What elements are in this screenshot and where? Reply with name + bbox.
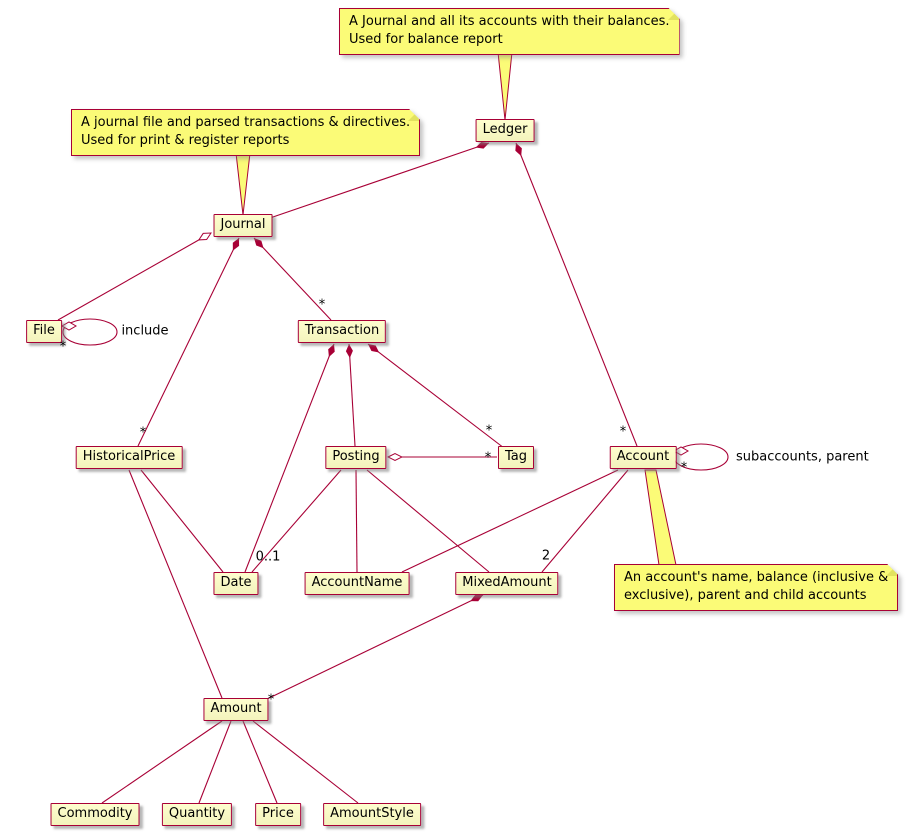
account-self-aggregation-diamond (672, 446, 690, 456)
edge-amount-quantity (198, 720, 232, 804)
class-box-quantity: Quantity (161, 803, 233, 826)
edge-file-self-loop (62, 318, 118, 346)
class-box-journal: Journal (213, 214, 273, 237)
edge-transaction-date (244, 343, 335, 573)
edge-journal-historicalprice (137, 237, 240, 447)
edge-account-accountname (401, 469, 619, 573)
class-box-date: Date (213, 572, 259, 595)
class-box-mixedamount: MixedAmount (455, 572, 559, 595)
label-transaction-tag-cardinality: * (485, 423, 493, 439)
edge-posting-accountname (355, 469, 358, 573)
class-box-accountname: AccountName (304, 572, 410, 595)
edge-transaction-tag (367, 343, 505, 449)
class-box-price: Price (255, 803, 301, 826)
label-historicalprice-cardinality: * (139, 425, 147, 441)
class-box-file: File (26, 320, 62, 343)
edge-lines (57, 141, 729, 804)
edge-mixedamount-amount (264, 594, 484, 701)
edge-historicalprice-amount (128, 469, 223, 699)
note-journal-text: A journal file and parsed transactions &… (71, 109, 420, 156)
label-account-mixedamount-cardinality: 2 (541, 548, 551, 564)
label-file-cardinality: * (59, 339, 67, 355)
edge-ledger-journal (269, 141, 490, 219)
class-box-historicalprice: HistoricalPrice (75, 446, 183, 469)
label-account-cardinality: * (619, 424, 627, 440)
edge-posting-date (251, 469, 342, 573)
class-box-commodity: Commodity (50, 803, 140, 826)
note-ledger-text: A Journal and all its accounts with thei… (339, 8, 680, 55)
edge-historicalprice-date (140, 469, 224, 573)
edge-amount-amountstyle (252, 720, 359, 804)
label-mixedamount-amount-cardinality: * (267, 692, 275, 708)
file-self-aggregation-diamond (60, 321, 78, 331)
note-ledger: A Journal and all its accounts with thei… (339, 8, 680, 55)
label-posting-tag-cardinality: * (484, 450, 492, 466)
edge-account-mixedamount (541, 469, 629, 573)
class-box-tag: Tag (497, 446, 535, 469)
edge-journal-file (57, 233, 211, 321)
label-posting-date-cardinality: 0..1 (255, 549, 281, 565)
class-box-posting: Posting (325, 446, 387, 469)
edge-amount-commodity (101, 720, 223, 804)
class-box-ledger: Ledger (475, 119, 535, 142)
note-connector-journal (235, 152, 251, 216)
note-connector-ledger (497, 51, 513, 121)
class-box-amount: Amount (203, 698, 269, 721)
note-connector-account (644, 469, 677, 566)
note-account: An account's name, balance (inclusive & … (614, 564, 898, 611)
label-account-self-cardinality: * (680, 460, 688, 476)
note-journal: A journal file and parsed transactions &… (71, 109, 420, 156)
edge-amount-price (242, 720, 278, 804)
class-box-transaction: Transaction (297, 320, 387, 343)
edge-ledger-account (515, 142, 638, 447)
edge-transaction-posting (345, 343, 356, 447)
edge-journal-transaction (253, 237, 332, 321)
label-transaction-cardinality: * (318, 297, 326, 313)
class-box-amountstyle: AmountStyle (323, 803, 421, 826)
note-account-text: An account's name, balance (inclusive & … (614, 564, 898, 611)
label-file-include: include (121, 323, 169, 339)
edge-posting-mixedamount (366, 469, 490, 573)
class-box-account: Account (609, 446, 677, 469)
label-subaccounts-parent: subaccounts, parent (736, 449, 869, 465)
